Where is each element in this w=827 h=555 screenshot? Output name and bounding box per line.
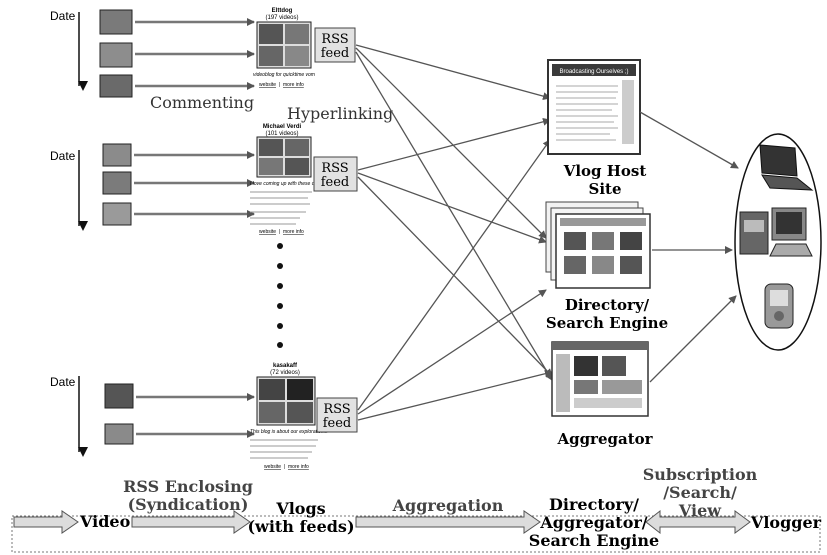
vlog-name: Michael Verdi bbox=[263, 124, 302, 130]
date-label: Date bbox=[50, 149, 76, 163]
rss-feed-box: RSS feed bbox=[314, 27, 356, 63]
vlog-host-label-line2: Site bbox=[588, 180, 621, 198]
vlog-thumbnail-grid bbox=[256, 376, 316, 426]
vlog-thumbnail-grid bbox=[256, 21, 312, 69]
thumbnail-to-vlog-arrows bbox=[136, 393, 255, 438]
rss-label: RSS bbox=[321, 161, 348, 176]
vlog-video-count: (197 videos) bbox=[265, 15, 298, 21]
vlog-video-count: (101 videos) bbox=[265, 131, 298, 137]
hub-to-device-arrows bbox=[639, 111, 739, 383]
video-thumbnail bbox=[99, 9, 133, 35]
vlogger-stage-label: Vlogger bbox=[750, 513, 822, 532]
website-link[interactable]: website bbox=[259, 82, 276, 88]
vlog-host-site: Broadcasting Ourselves ;) Vlog Host Site bbox=[547, 59, 647, 198]
more-info-link[interactable]: more info bbox=[283, 229, 304, 235]
vlogs-stage-label: Vlogs bbox=[275, 499, 325, 518]
feed-label: feed bbox=[321, 175, 350, 190]
desktop-computer-icon bbox=[739, 207, 813, 257]
feed-to-hub-arrows bbox=[355, 44, 553, 421]
aggregator-label: Aggregator bbox=[556, 430, 653, 448]
commenting-label: Commenting bbox=[150, 93, 254, 112]
vlog-row-2: Date Michael Verdi (101 videos) I love c… bbox=[50, 124, 358, 235]
video-thumbnail bbox=[104, 423, 134, 445]
syndication-label: (Syndication) bbox=[128, 495, 249, 514]
rss-feed-box: RSS feed bbox=[313, 156, 358, 192]
vlog-caption: This blog is about our exploration... bbox=[250, 429, 328, 435]
directory-stage-label: Directory/ bbox=[549, 495, 639, 514]
rss-enclosing-label: RSS Enclosing bbox=[123, 477, 253, 496]
vlog-caption: videoblog for quicktime vom bbox=[253, 72, 315, 78]
website-link[interactable]: website bbox=[259, 229, 276, 235]
video-stage-label: Video bbox=[79, 512, 131, 531]
with-feeds-label: (with feeds) bbox=[247, 517, 354, 536]
video-thumbnail bbox=[102, 202, 132, 226]
website-link[interactable]: website bbox=[264, 464, 281, 470]
vlog-links: website | more info bbox=[264, 464, 309, 470]
rss-feed-box: RSS feed bbox=[316, 397, 358, 433]
video-thumbnail bbox=[99, 74, 133, 98]
vlog-row-3: Date kasakaff (72 videos) This blog is a… bbox=[50, 363, 358, 470]
vlog-video-count: (72 videos) bbox=[270, 370, 300, 376]
thumbnail-to-vlog-arrows bbox=[134, 151, 255, 218]
vlog-host-label: Vlog Host bbox=[563, 162, 647, 180]
video-thumbnail bbox=[104, 383, 134, 409]
directory-label: Directory/ bbox=[565, 296, 650, 314]
vlog-text-lines bbox=[250, 191, 312, 225]
pda-icon bbox=[764, 283, 794, 329]
vlog-thumbnail-grid bbox=[256, 136, 312, 178]
flow-block-arrow bbox=[13, 509, 751, 535]
directory-label-line2: Search Engine bbox=[546, 314, 668, 332]
date-label: Date bbox=[50, 9, 76, 23]
feed-label: feed bbox=[323, 416, 352, 431]
directory-search-engine: Directory/ Search Engine bbox=[545, 201, 668, 332]
video-thumbnail bbox=[102, 143, 132, 167]
flow-baseline-box bbox=[11, 515, 821, 553]
more-info-link[interactable]: more info bbox=[283, 82, 304, 88]
date-label: Date bbox=[50, 375, 76, 389]
hyperlinking-label: Hyperlinking bbox=[287, 104, 393, 123]
rss-label: RSS bbox=[321, 32, 348, 47]
vlog-links: website | more info bbox=[259, 229, 304, 235]
view-label: View bbox=[678, 501, 722, 520]
aggregator: Aggregator bbox=[551, 341, 654, 448]
subscription-label: Subscription bbox=[643, 465, 758, 484]
more-vlogs-dots bbox=[277, 243, 283, 348]
feed-label: feed bbox=[321, 46, 350, 61]
bottom-flow: Video RSS Enclosing (Syndication) Vlogs … bbox=[11, 465, 822, 553]
svg-text:|: | bbox=[279, 229, 280, 235]
rss-label: RSS bbox=[323, 402, 350, 417]
vlog-text-lines bbox=[250, 439, 318, 459]
search-engine-stage-label: Search Engine bbox=[529, 531, 659, 550]
svg-text:|: | bbox=[279, 82, 280, 88]
more-info-link[interactable]: more info bbox=[288, 464, 309, 470]
aggregation-label: Aggregation bbox=[392, 496, 504, 515]
viewer-devices bbox=[734, 133, 822, 351]
video-thumbnail bbox=[102, 171, 132, 195]
thumbnail-to-vlog-arrows bbox=[135, 18, 255, 90]
search-label: /Search/ bbox=[663, 483, 737, 502]
vlog-name: kasakaff bbox=[273, 363, 298, 369]
vlog-caption: I love coming up with these descriptive … bbox=[250, 181, 353, 187]
laptop-icon bbox=[759, 144, 814, 191]
vlog-row-1: Date Elttdog (197 videos) videoblog for … bbox=[50, 8, 393, 123]
aggregator-stage-label: Aggregator/ bbox=[539, 513, 647, 532]
svg-text:|: | bbox=[284, 464, 285, 470]
video-thumbnail bbox=[99, 42, 133, 68]
vlog-links: website | more info bbox=[259, 82, 304, 88]
vlog-name: Elttdog bbox=[272, 8, 293, 14]
host-banner: Broadcasting Ourselves ;) bbox=[559, 69, 628, 75]
devices-ellipse bbox=[734, 133, 822, 351]
